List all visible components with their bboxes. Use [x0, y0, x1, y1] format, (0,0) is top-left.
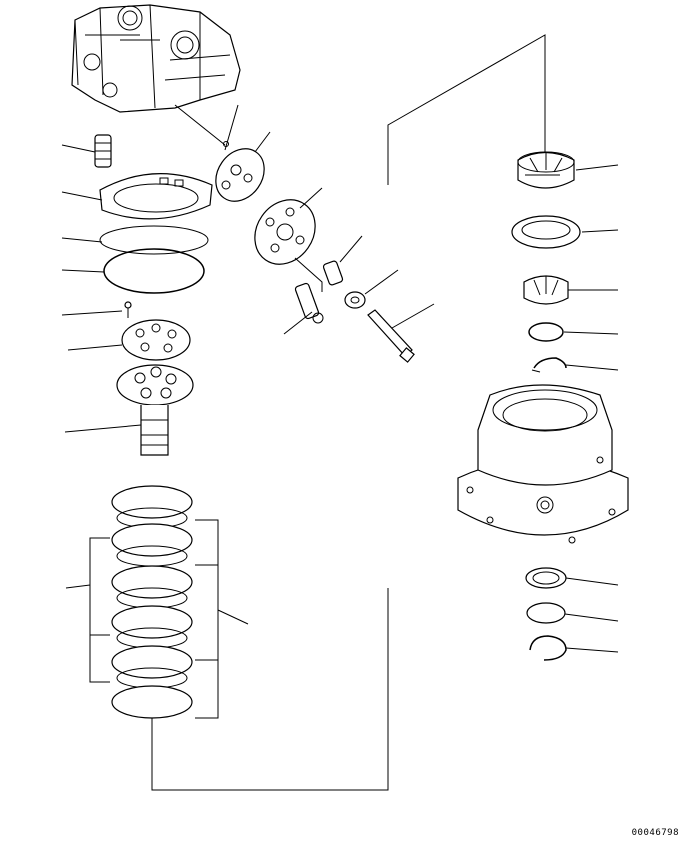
- brake-ring: [99, 173, 213, 220]
- o-ring-lower: [103, 248, 205, 294]
- output-shaft: [116, 364, 194, 456]
- leader-line: [61, 269, 105, 273]
- leader-line: [174, 104, 226, 146]
- drawing-code: 00046798: [631, 828, 679, 838]
- bolt-part: [124, 301, 132, 318]
- oil-seal: [511, 215, 581, 249]
- piston-shoe: [294, 282, 324, 324]
- leader-line: [339, 235, 363, 263]
- center-shaft: [367, 309, 415, 363]
- leader-line: [575, 164, 619, 171]
- leader-line: [254, 131, 271, 153]
- retainer-plate: [215, 148, 265, 202]
- leader-line: [565, 577, 619, 586]
- right-group-bracket: [387, 34, 546, 185]
- disc-bracket-right: [195, 519, 249, 719]
- leader-line: [565, 647, 619, 653]
- leader-line: [364, 269, 399, 295]
- snap-ring-c: [529, 635, 567, 661]
- snap-ring-a: [528, 322, 564, 342]
- taper-bearing: [523, 275, 569, 305]
- bearing-roller: [517, 151, 575, 189]
- disc-group-leader: [151, 655, 389, 791]
- piston-part: [322, 260, 344, 286]
- motor-housing: [457, 384, 629, 544]
- leader-line: [61, 310, 123, 316]
- seal-ring: [526, 602, 566, 624]
- leader-line: [224, 104, 239, 151]
- leader-line: [565, 364, 619, 371]
- leader-line: [67, 344, 123, 351]
- leader-line: [564, 613, 619, 622]
- leader-line: [391, 303, 435, 329]
- leader-line: [61, 144, 96, 153]
- leader-line: [563, 331, 619, 335]
- leader-line: [283, 311, 313, 335]
- washer-part: [344, 291, 366, 309]
- snap-ring-b: [531, 357, 567, 373]
- leader-line: [61, 191, 103, 201]
- brake-disc-stack: [111, 485, 193, 719]
- valve-plate: [121, 319, 191, 361]
- leader-line: [64, 424, 142, 433]
- o-ring-upper: [99, 225, 209, 255]
- cylinder-block: [254, 199, 316, 265]
- leader-line: [299, 187, 323, 209]
- disc-bracket-left: [65, 537, 110, 683]
- pin-part: [223, 141, 229, 147]
- spring-part: [94, 134, 112, 168]
- needle-bearing: [525, 567, 567, 589]
- leader-line: [61, 237, 103, 243]
- leader-line: [294, 257, 323, 292]
- valve-body: [71, 4, 241, 113]
- leader-line: [581, 229, 619, 233]
